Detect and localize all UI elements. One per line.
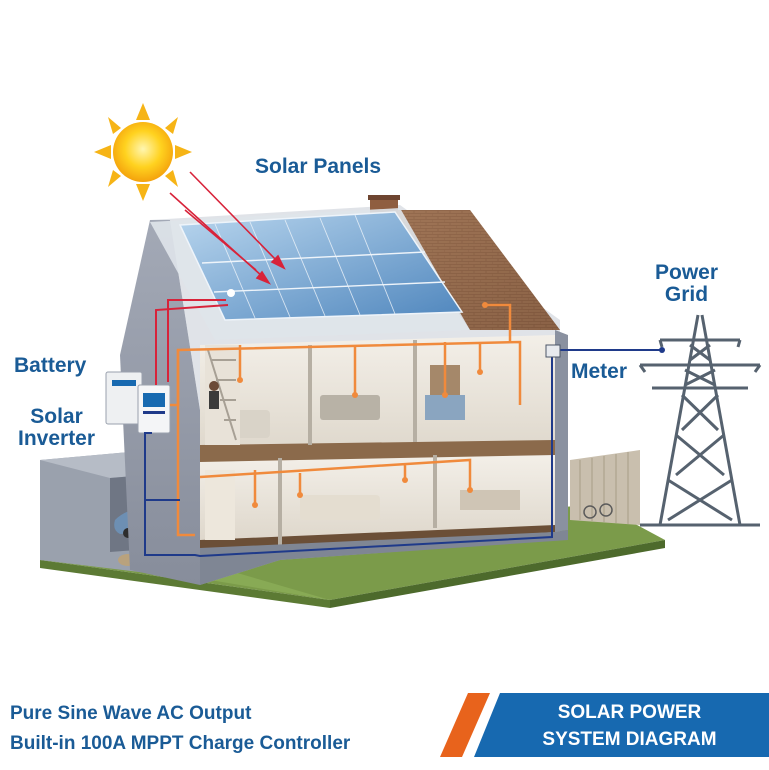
- sunlight-rays: [169, 171, 286, 285]
- diagram-title-banner: SOLAR POWER SYSTEM DIAGRAM: [490, 699, 769, 753]
- battery-label: Battery: [14, 354, 87, 377]
- power-grid-label-line1: Power: [655, 261, 719, 284]
- ac-outlets: [237, 302, 488, 508]
- banner-title-line1: SOLAR POWER: [557, 702, 702, 723]
- battery-unit: [105, 371, 143, 425]
- ac-wiring: [170, 303, 522, 537]
- solar-panels: [150, 208, 470, 340]
- solar-inverter-label: Solar Inverter: [18, 406, 95, 450]
- dc-wiring: [155, 299, 229, 385]
- meter-icon: [545, 344, 561, 358]
- meter-label: Meter: [571, 360, 628, 383]
- power-grid-tower-icon: [638, 314, 762, 527]
- solar-panels-label: Solar Panels: [255, 155, 382, 178]
- solar-inverter-label-line1: Solar: [30, 405, 83, 428]
- banner-accent-stripe: [440, 693, 490, 757]
- sun-icon: [94, 103, 192, 201]
- solar-inverter-label-line2: Inverter: [18, 427, 96, 450]
- banner-title-line2: SYSTEM DIAGRAM: [542, 729, 717, 750]
- inverter-unit: [137, 384, 171, 434]
- banner-background: [474, 693, 769, 757]
- feature-list: Pure Sine Wave AC Output Built-in 100A M…: [10, 699, 350, 759]
- fence: [570, 450, 640, 525]
- power-grid-label: Power Grid: [655, 262, 718, 306]
- power-grid-label-line2: Grid: [664, 283, 709, 306]
- feature-item: Built-in 100A MPPT Charge Controller: [10, 733, 351, 754]
- feature-item: Pure Sine Wave AC Output: [10, 703, 252, 724]
